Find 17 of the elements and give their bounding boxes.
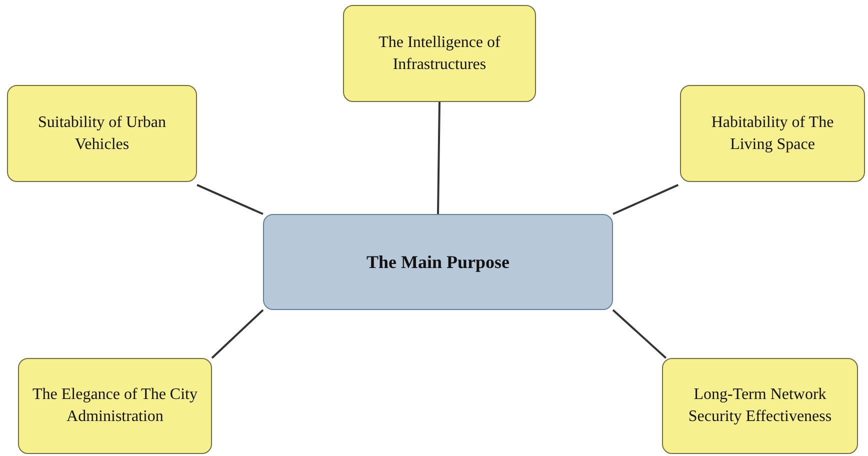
topic-box (7, 85, 197, 182)
connector-line (612, 184, 679, 215)
node-text: Habitability of The Living Space (710, 112, 835, 154)
topic-box (18, 358, 212, 454)
topic-box (662, 358, 858, 454)
connector-line (196, 184, 264, 215)
connector-line (612, 309, 667, 359)
topic-box (680, 85, 865, 182)
node-text: The Intelligence of Infrastructures (378, 32, 502, 74)
topic-box (343, 5, 536, 102)
central-topic-box (263, 214, 613, 310)
node-text: The Main Purpose (366, 252, 510, 272)
connector-line (211, 309, 264, 359)
node-text: Suitability of Urban Vehicles (37, 112, 167, 154)
node-text: Long-Term Network Security Effectiveness (687, 385, 833, 427)
connector-line (437, 102, 440, 214)
node-text: The Elegance of The City Administration (32, 385, 198, 427)
